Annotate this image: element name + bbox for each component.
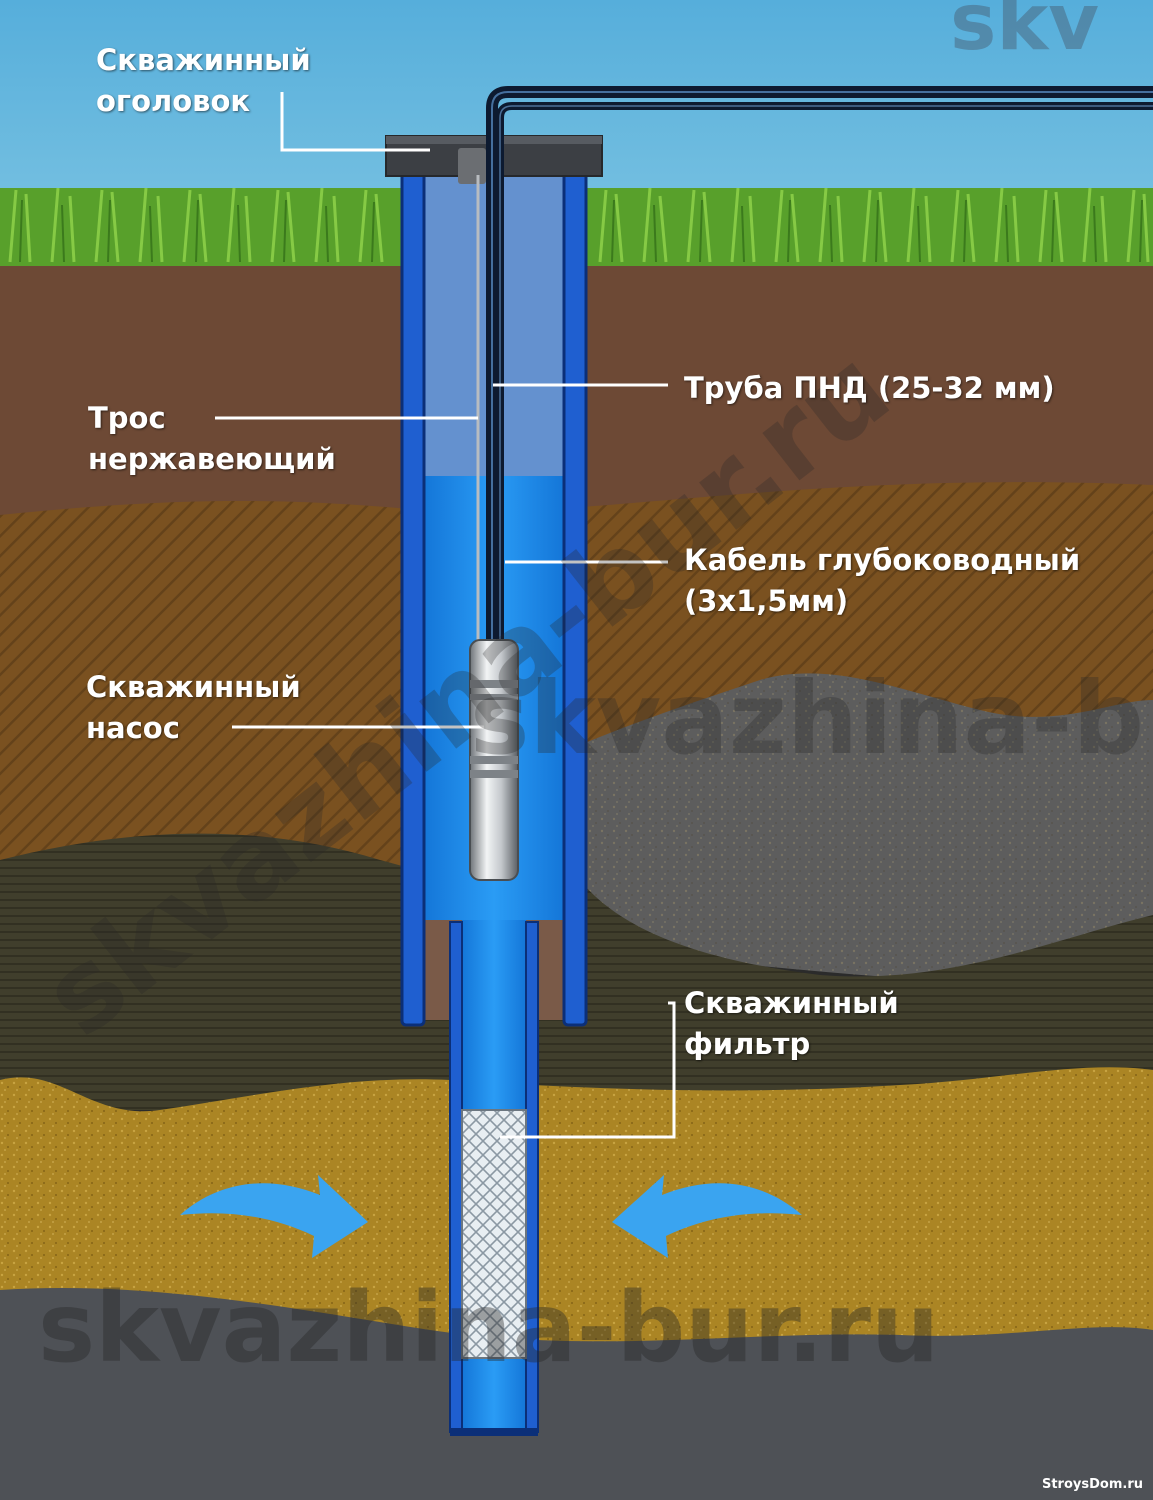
leader-lines [215, 92, 676, 1139]
watermark-bottom: skvazhina-bur.ru [38, 1272, 940, 1384]
bedrock [0, 1288, 1153, 1500]
watermark-top: skv [950, 0, 1100, 68]
pump [469, 639, 519, 881]
label-filter: Скважинный фильтр [684, 986, 899, 1061]
site-credit: StroysDom.ru [1041, 1477, 1143, 1492]
leader-wellhead [280, 92, 430, 152]
label-pnd-pipe: Труба ПНД (25-32 мм) [684, 371, 1055, 405]
inflow-arrow-left [180, 1175, 368, 1258]
grass-blades [8, 187, 1150, 263]
label-pump: Скважинный насос [86, 670, 301, 745]
label-wellhead: Скважинный оголовок [96, 43, 311, 118]
filter-mesh [461, 1109, 527, 1359]
casing-wall-left [400, 153, 426, 1027]
leader-filter [500, 1001, 676, 1139]
label-deepwater-cable: Кабель глубоководный (3х1,5мм) [684, 543, 1081, 618]
label-steel-cable: Трос нержавеющий [88, 401, 336, 476]
inflow-arrow-right [612, 1175, 802, 1258]
watermark-middle: skvazhina-b [470, 660, 1145, 777]
